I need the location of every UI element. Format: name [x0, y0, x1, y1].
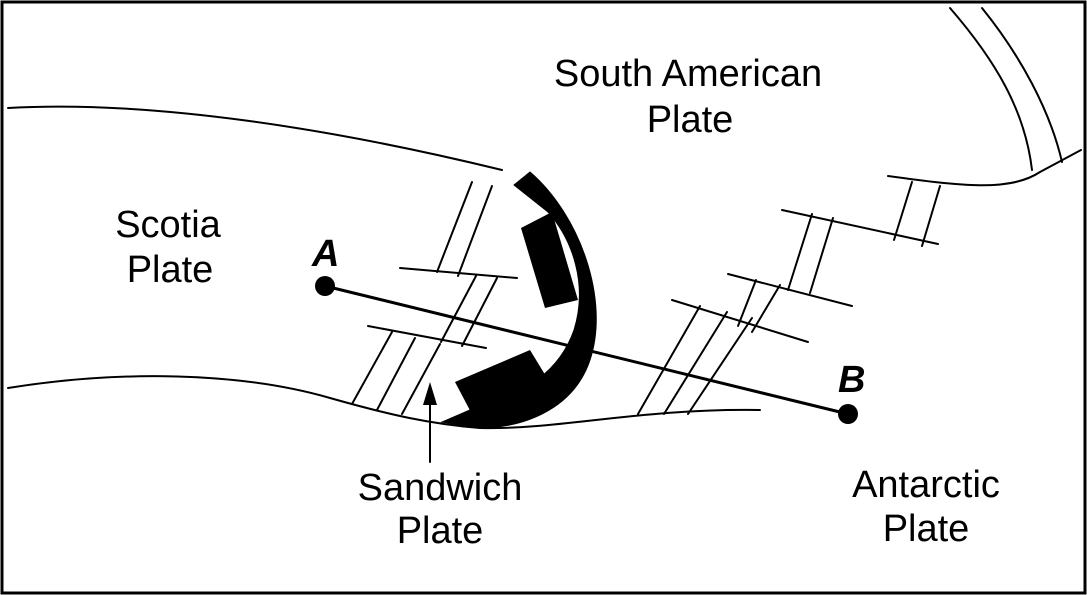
sandwich-arrow-head	[423, 382, 437, 405]
north-boundary-west	[7, 105, 503, 171]
south-american-plate-label-1: South American	[554, 53, 822, 95]
sandwich-plate-label-1: Sandwich	[358, 467, 523, 509]
point-b-marker	[838, 404, 858, 424]
point-a-label: A	[311, 233, 339, 275]
scotia-plate-label-2: Plate	[127, 249, 214, 291]
cross-section-line	[323, 284, 850, 416]
point-b-label: B	[838, 359, 865, 401]
sandwich-plate-label-2: Plate	[397, 510, 484, 552]
ridge-west	[351, 181, 518, 415]
fault-strand-1	[949, 7, 1033, 171]
antarctic-plate-label-1: Antarctic	[852, 464, 1000, 506]
scotia-plate-label-1: Scotia	[115, 204, 221, 246]
sandwich-arc	[440, 171, 597, 429]
fault-strand-2	[981, 7, 1063, 163]
antarctic-plate-label-2: Plate	[883, 508, 970, 550]
south-boundary	[7, 375, 761, 430]
north-boundary-east	[887, 149, 1082, 187]
ridge-east	[637, 181, 941, 415]
point-a-marker	[315, 276, 335, 296]
south-american-plate-label-2: Plate	[647, 99, 734, 141]
